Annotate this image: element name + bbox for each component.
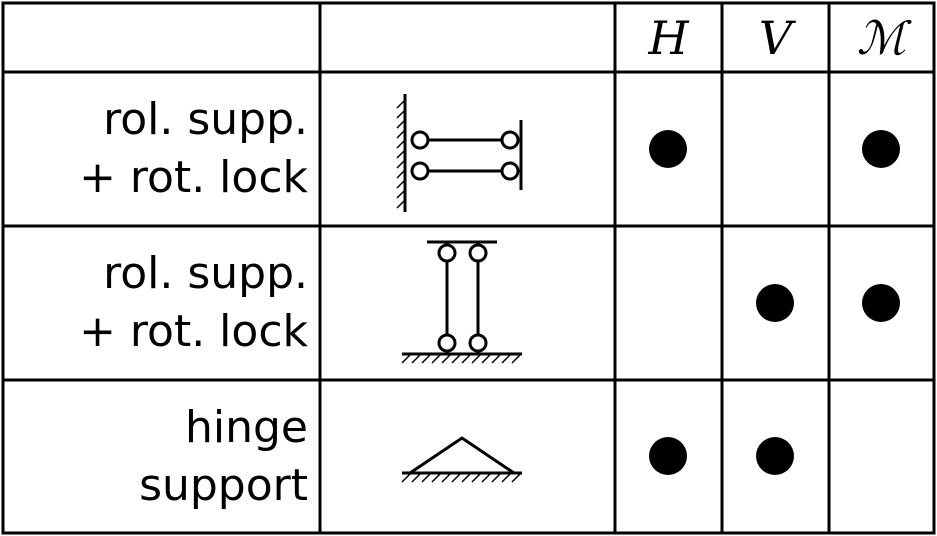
row-3-label-line-1: hinge xyxy=(185,401,308,453)
row-2-label-line-2: + rot. lock xyxy=(79,306,308,357)
roller-support-rotation-lock-horizontal-icon xyxy=(396,94,523,212)
row-1-label-line-2: + rot. lock xyxy=(79,152,308,203)
row-2-v-dot xyxy=(756,284,794,322)
row-3-label-line-2: support xyxy=(139,459,308,511)
row-1-label: rol. supp. + rot. lock xyxy=(3,72,320,226)
header-empty-label-cell xyxy=(3,3,320,72)
row-1-h-dot xyxy=(649,130,687,168)
header-h: H xyxy=(648,10,689,65)
roller-support-rotation-lock-vertical-icon xyxy=(401,240,522,364)
row-1-m-dot xyxy=(862,130,900,168)
row-1-label-line-1: rol. supp. xyxy=(103,94,308,145)
hinge-support-icon xyxy=(401,436,522,483)
row-3-v-dot xyxy=(756,437,794,475)
row-2-label: rol. supp. + rot. lock xyxy=(3,226,320,380)
header-v: V xyxy=(758,10,793,65)
header-m: ℳ xyxy=(856,10,907,65)
row-2-m-dot xyxy=(862,284,900,322)
row-2-label-line-1: rol. supp. xyxy=(103,248,308,299)
row-3-label: hinge support xyxy=(3,380,320,533)
row-3-h-dot xyxy=(649,437,687,475)
header-empty-symbol-cell xyxy=(320,3,615,72)
